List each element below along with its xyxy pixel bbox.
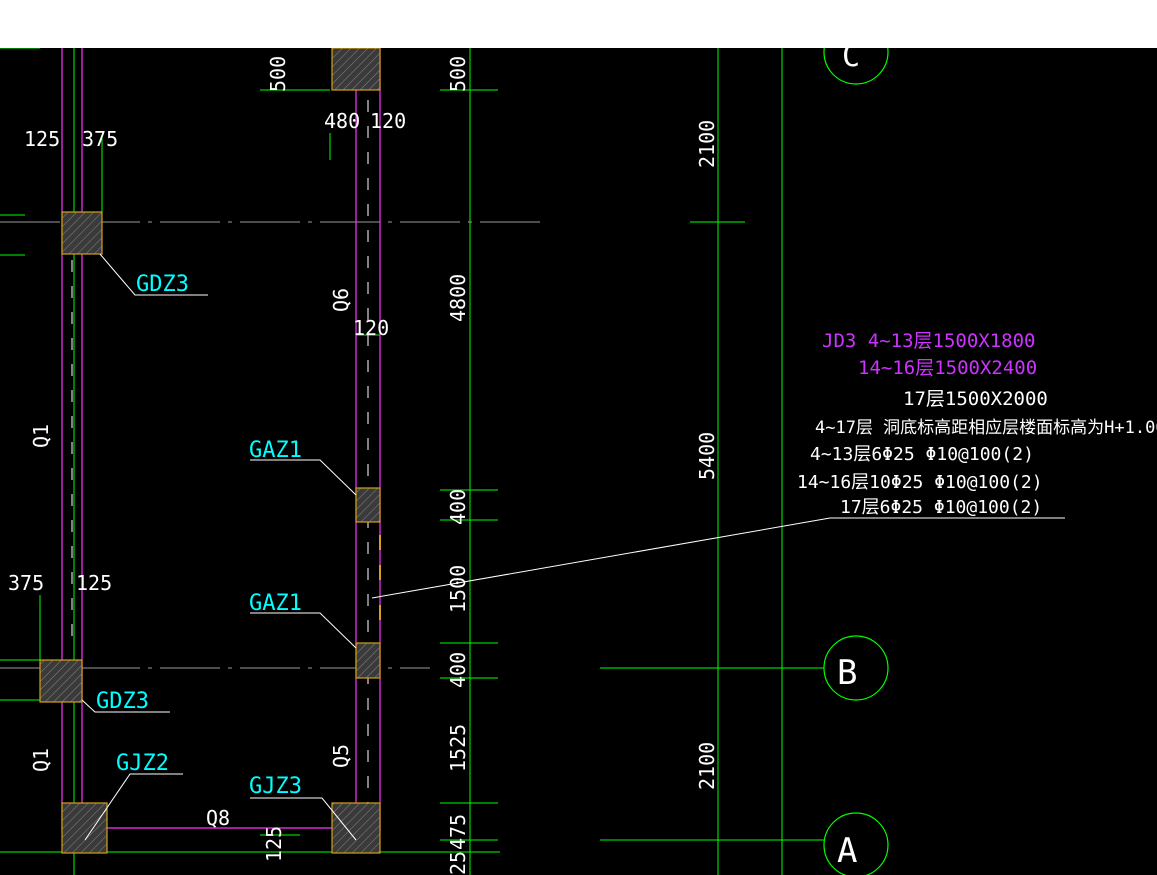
dim-4800: 4800: [446, 274, 470, 322]
axis-bubble-b: [823, 635, 889, 701]
axis-bubbles: [823, 48, 889, 875]
dim-2100-bottom: 2100: [695, 742, 719, 790]
note-line-5: 4~13层6Φ25 Φ10@100(2): [810, 444, 1034, 465]
axis-bubble-c: [823, 48, 889, 85]
dim-480: 480: [324, 109, 360, 133]
dim-400-a: 400: [446, 489, 470, 525]
wall-q8: Q8: [206, 806, 230, 830]
dim-2100-top: 2100: [695, 120, 719, 168]
axis-bubble-a: [823, 812, 889, 875]
columns: [39, 48, 381, 854]
dim-120-top: 120: [370, 109, 406, 133]
dim-400-b: 400: [446, 652, 470, 688]
label-gdz3-bottom: GDZ3: [96, 689, 149, 714]
label-gjz2: GJZ2: [116, 751, 169, 776]
note-line-3: 17层1500X2000: [903, 388, 1048, 410]
column-gjz3: [331, 802, 381, 854]
note-line-4: 4~17层 洞底标高距相应层楼面标高为H+1.000m: [815, 418, 1157, 438]
column-gaz1-top: [355, 487, 381, 523]
dim-5400: 5400: [695, 432, 719, 480]
dim-375-bottom: 375: [8, 571, 44, 595]
dim-120-mid: 120: [353, 316, 389, 340]
column-gdz3-bottom: [39, 659, 83, 703]
dim-500-left: 500: [266, 56, 290, 92]
column-gjz2: [61, 802, 108, 854]
label-gaz1-top: GAZ1: [249, 438, 302, 463]
label-gaz1-bottom: GAZ1: [249, 591, 302, 616]
cad-drawing-canvas[interactable]: C B A 500 500 2100 4800 5400 400 1500 40…: [0, 48, 1157, 875]
axis-label-b: B: [837, 653, 857, 693]
label-gjz3: GJZ3: [249, 774, 302, 799]
axis-label-a: A: [837, 831, 857, 871]
title-bar: [0, 0, 1157, 48]
leader-lines: [81, 253, 1065, 841]
centerlines: [71, 100, 369, 820]
dim-500-right: 500: [446, 56, 470, 92]
note-line-1: JD3 4~13层1500X1800: [822, 330, 1035, 352]
column-top-q6: [331, 48, 381, 91]
label-gdz3-top: GDZ3: [136, 272, 189, 297]
dim-1500: 1500: [446, 565, 470, 613]
dim-125-bottom: 125: [76, 571, 112, 595]
dim-375-top: 375: [82, 127, 118, 151]
column-gdz3-top: [61, 211, 103, 255]
dim-125-top: 125: [24, 127, 60, 151]
note-line-2: 14~16层1500X2400: [858, 357, 1037, 379]
column-gaz1-bottom: [355, 642, 381, 679]
note-line-6: 14~16层10Φ25 Φ10@100(2): [797, 472, 1043, 493]
axis-label-c: C: [842, 48, 860, 74]
dim-125-vertical: 125: [262, 826, 286, 862]
dim-475: 475: [446, 814, 470, 850]
wall-q1-upper: Q1: [29, 424, 53, 448]
dim-25: 25: [446, 851, 470, 875]
wall-q1-lower: Q1: [29, 748, 53, 772]
dim-1525: 1525: [446, 724, 470, 772]
note-line-7: 17层6Φ25 Φ10@100(2): [840, 497, 1042, 518]
wall-q5: Q5: [329, 744, 353, 768]
wall-q6: Q6: [329, 288, 353, 312]
